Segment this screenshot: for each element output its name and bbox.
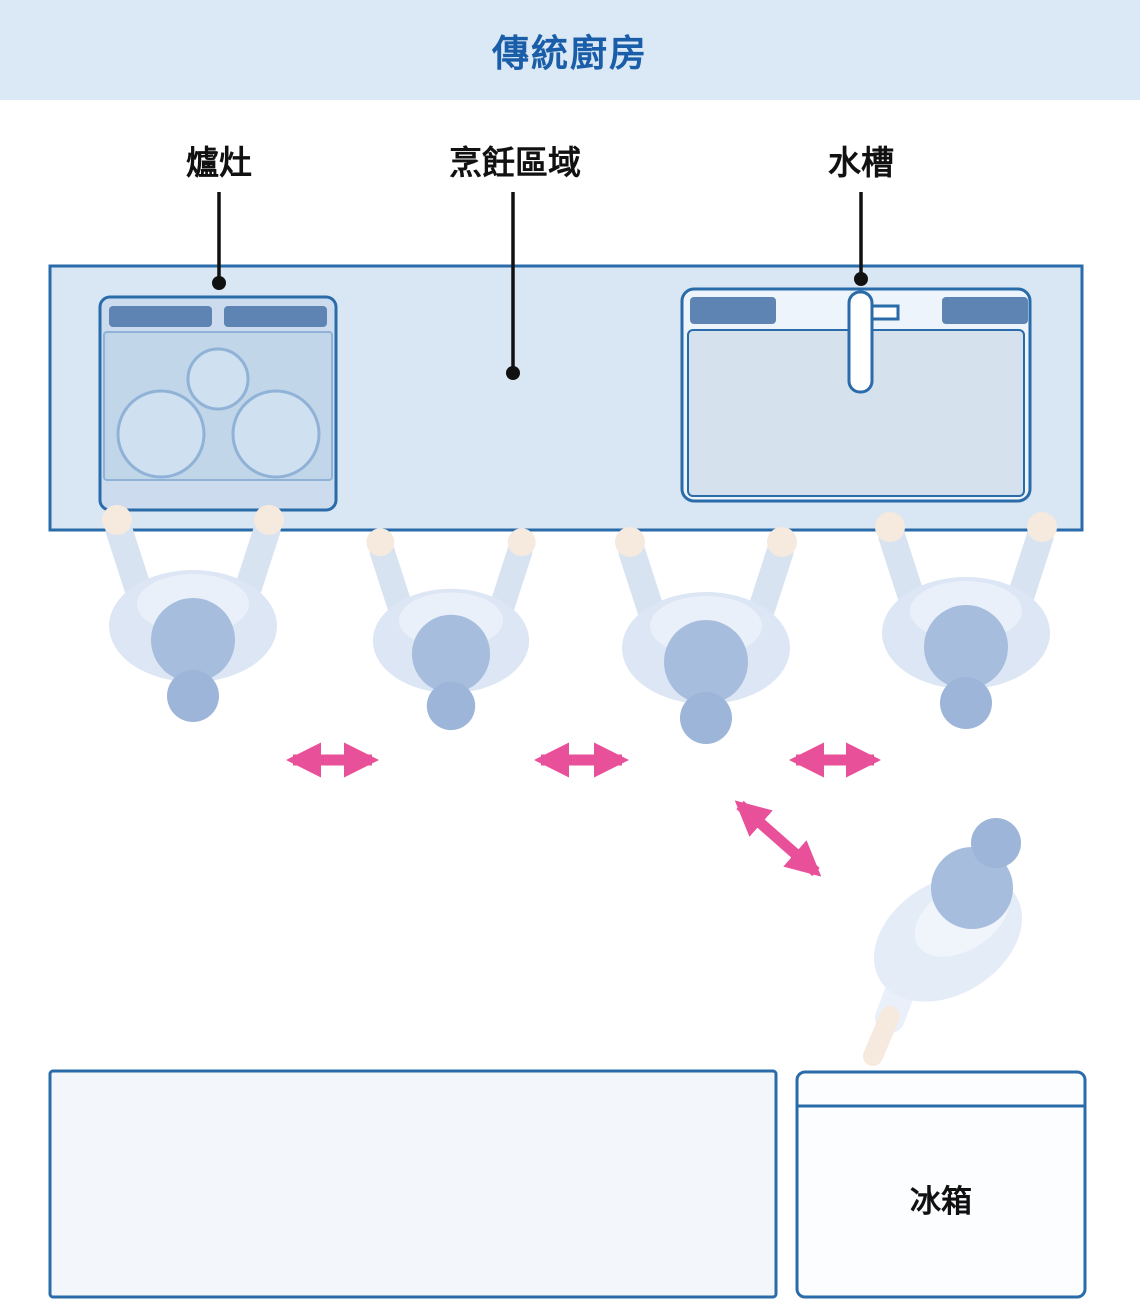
arrow-diagonal xyxy=(734,800,822,877)
burner-right xyxy=(231,389,321,479)
callout-dot-cooking xyxy=(506,366,520,380)
stove-control-right xyxy=(224,306,327,327)
movement-arrows xyxy=(285,742,882,877)
cook-4 xyxy=(875,512,1057,729)
burner-left xyxy=(116,389,206,479)
cook-1 xyxy=(102,505,284,722)
stove-label: 爐灶 xyxy=(186,144,252,181)
fridge-label: 冰箱 xyxy=(910,1184,972,1219)
stove-control-left xyxy=(109,306,212,327)
header-band: 傳統廚房 xyxy=(0,0,1140,100)
cook-3 xyxy=(615,527,797,744)
cooking-area-label: 烹飪區域 xyxy=(449,144,581,181)
island-counter xyxy=(48,1069,778,1299)
cook-5 xyxy=(863,818,1023,1066)
refrigerator xyxy=(795,1070,1087,1299)
callout-dot-sink xyxy=(854,272,868,286)
stove xyxy=(98,295,338,512)
sink-ledge-right xyxy=(942,297,1028,324)
callout-lines xyxy=(217,192,863,373)
sink xyxy=(680,287,1032,503)
sink-ledge-left xyxy=(690,297,776,324)
sink-label: 水槽 xyxy=(828,144,894,181)
callout-dot-stove xyxy=(212,276,226,290)
cook-2 xyxy=(366,528,535,730)
page-title: 傳統廚房 xyxy=(492,33,648,74)
faucet xyxy=(847,290,874,394)
burner-small xyxy=(186,347,250,411)
